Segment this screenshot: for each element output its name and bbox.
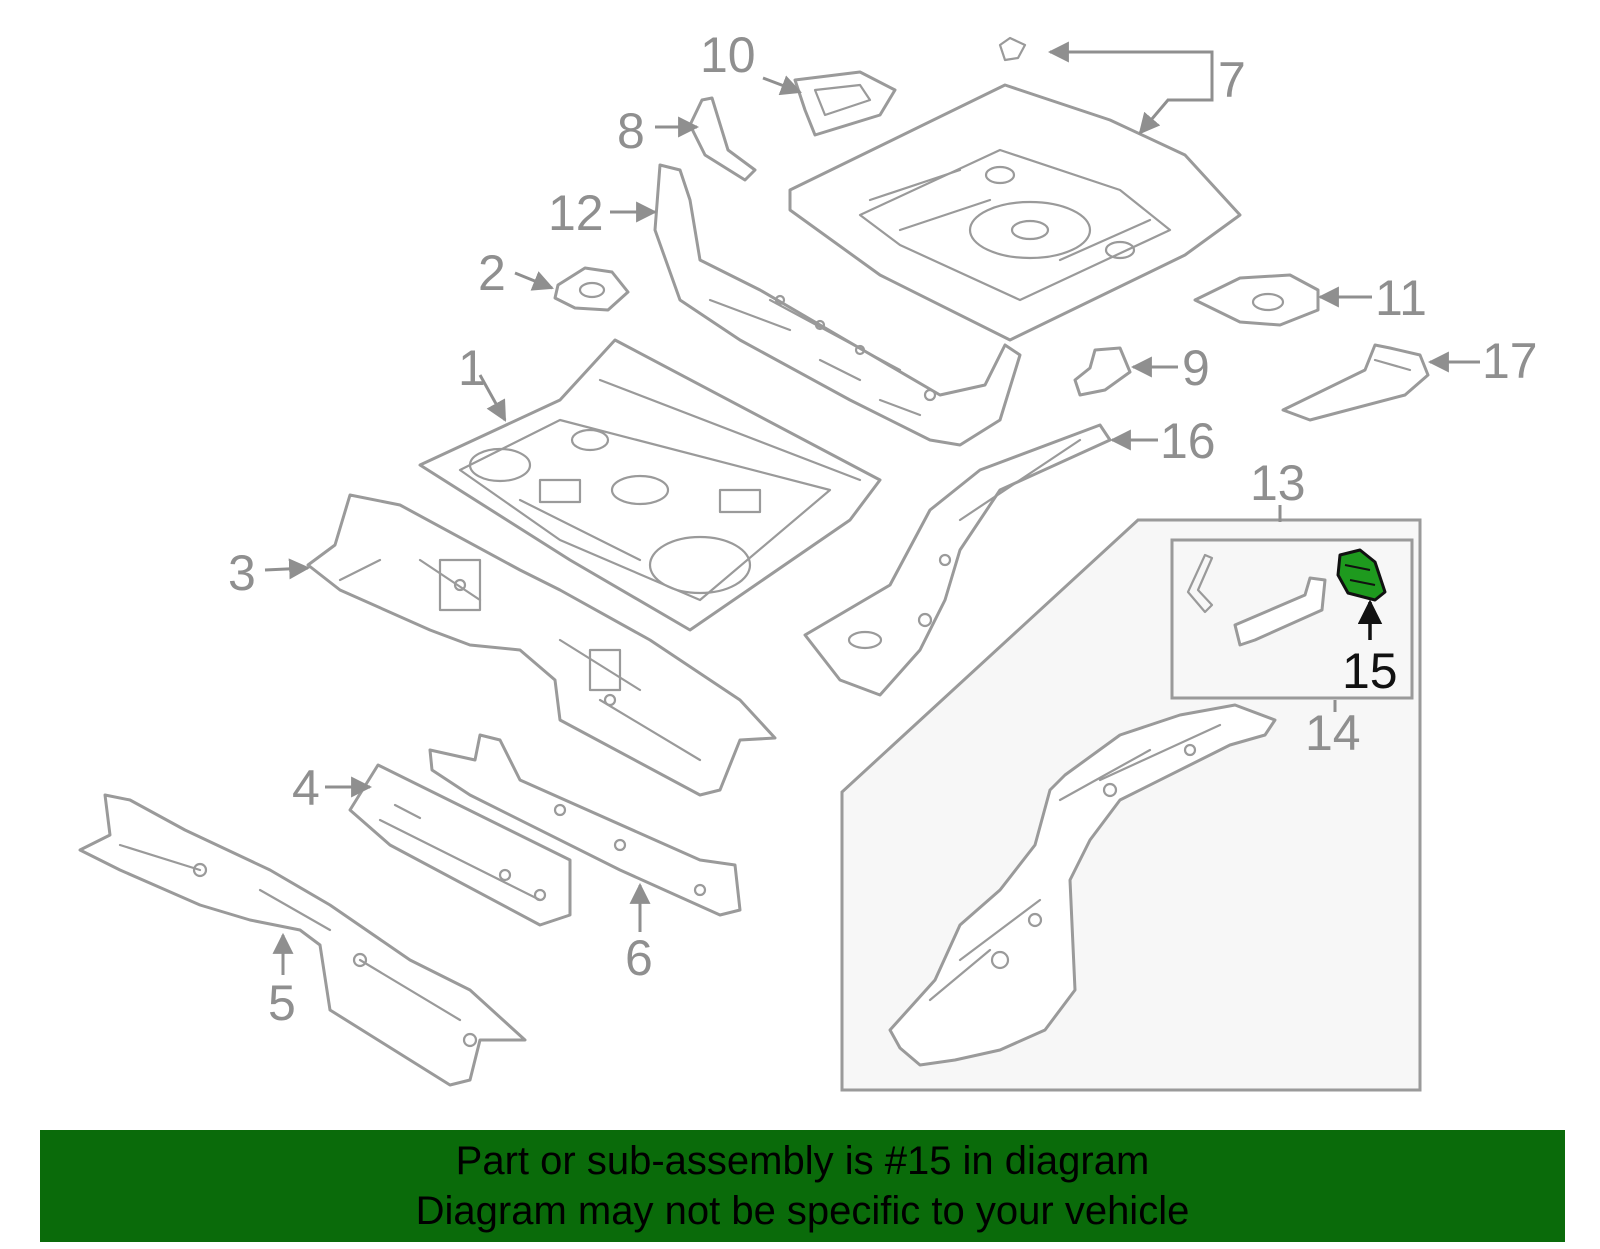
callout-labels: 1 2 3 4 5 6 7 8 9 10 11 12 13 14 15 16 1… [228,27,1538,1031]
callout-1: 1 [458,340,486,396]
leader-lines [264,41,1480,975]
callout-12: 12 [548,185,604,241]
callout-14: 14 [1305,705,1361,761]
part-9-bracket [1073,346,1132,397]
callout-11: 11 [1375,270,1427,326]
part-3-crossmember [306,493,777,797]
part-11-bracket [1193,273,1320,327]
callout-7: 7 [1218,52,1246,108]
part-15-highlighted [1336,548,1387,602]
callout-5: 5 [268,975,296,1031]
callout-13: 13 [1250,455,1306,511]
part-6-crossmember [428,733,742,917]
part-8-bracket [688,96,757,182]
callout-9: 9 [1182,340,1210,396]
callout-2: 2 [478,245,506,301]
callout-3: 3 [228,545,256,601]
info-banner: Part or sub-assembly is #15 in diagram D… [40,1130,1565,1242]
banner-line-1: Part or sub-assembly is #15 in diagram [455,1139,1150,1183]
part-17-bracket [1281,343,1430,422]
part-2-patch [553,266,630,312]
part-10-bracket [793,70,897,137]
part-1-floor-panel [418,338,882,632]
part-5-side-member [78,793,527,1087]
callout-8: 8 [617,103,645,159]
callout-17: 17 [1482,333,1538,389]
part-12-rear-panel [653,163,1022,447]
callout-4: 4 [292,760,320,816]
callout-10: 10 [700,27,756,83]
part-7-rear-floor-pan [788,36,1242,342]
part-4-crossmember [348,763,572,927]
banner-line-2: Diagram may not be specific to your vehi… [415,1189,1190,1233]
callout-15: 15 [1342,643,1398,699]
callout-16: 16 [1160,413,1216,469]
callout-6: 6 [625,930,653,986]
part-16-side-rail [803,423,1112,697]
